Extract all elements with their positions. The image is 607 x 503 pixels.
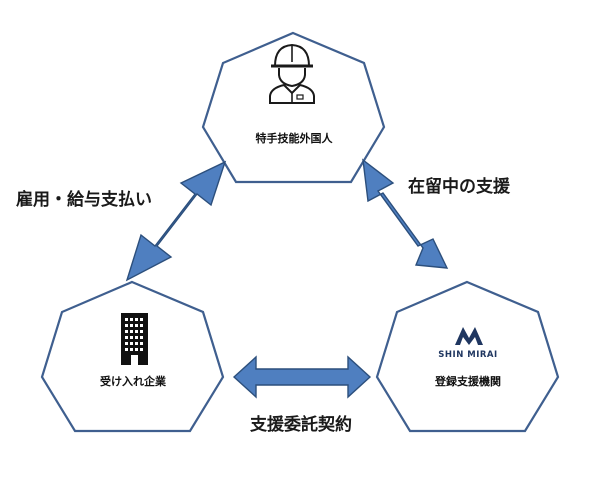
edge-worker-agency-label: 在留中の支援 (408, 176, 511, 197)
edge-worker-company-label: 雇用・給与支払い (16, 189, 152, 210)
worker-helmet-icon (269, 43, 315, 104)
arrow-worker-company (125, 160, 227, 282)
edge-company-agency-label: 支援委託契約 (250, 414, 352, 435)
arrow-worker-agency (362, 158, 449, 269)
node-company-label: 受け入れ企業 (100, 374, 167, 388)
node-company: 受け入れ企業 (40, 280, 225, 433)
office-building-icon (121, 313, 148, 365)
node-agency: SHIN MIRAI 登録支援機関 (375, 280, 560, 433)
node-agency-heptagon (375, 280, 560, 433)
arrow-company-agency (232, 355, 372, 399)
node-worker: 特手技能外国人 (201, 31, 386, 184)
node-worker-label: 特手技能外国人 (256, 131, 334, 145)
shin-mirai-logo-icon (455, 327, 483, 345)
node-worker-heptagon (201, 31, 386, 184)
node-agency-label: 登録支援機関 (434, 374, 501, 388)
agency-logo-text: SHIN MIRAI (438, 350, 497, 360)
